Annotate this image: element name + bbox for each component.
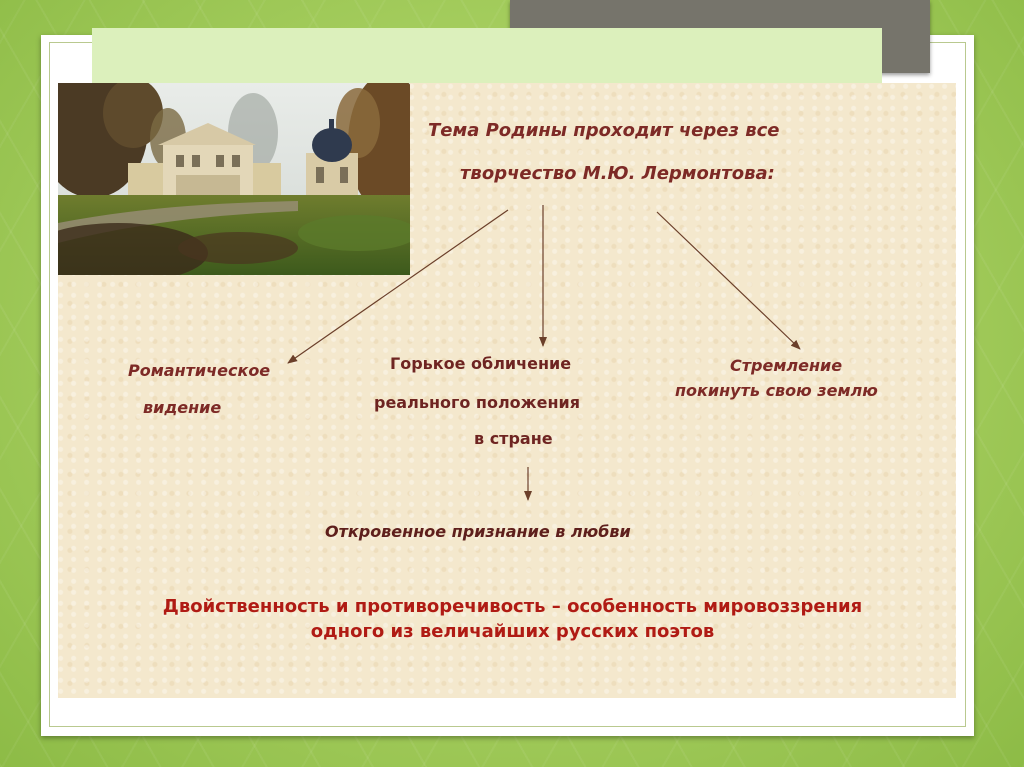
bitter-denunciation-line1: Горькое обличение bbox=[390, 354, 572, 373]
arrow-to-desire bbox=[656, 211, 801, 350]
conclusion-line2: одного из величайших русских поэтов bbox=[310, 621, 715, 642]
bitter-denunciation-line2: реального положения bbox=[374, 393, 580, 412]
desire-to-leave-line2: покинуть свою землю bbox=[675, 381, 878, 400]
title-band bbox=[92, 28, 882, 84]
conclusion-line1: Двойственность и противоречивость – особ… bbox=[162, 596, 863, 617]
desire-to-leave-line1: Стремление bbox=[730, 356, 843, 375]
confession-of-love: Откровенное признание в любви bbox=[325, 522, 631, 541]
romantic-vision-line1: Романтическое bbox=[128, 361, 271, 380]
estate-photo bbox=[58, 83, 410, 275]
bitter-denunciation-line3: в стране bbox=[474, 429, 553, 448]
heading-line2: творчество М.Ю. Лермонтова: bbox=[460, 163, 775, 184]
romantic-vision-line2: видение bbox=[143, 398, 222, 417]
heading-line1: Тема Родины проходит через все bbox=[428, 120, 780, 141]
arrow-to-romantic bbox=[287, 209, 509, 364]
conclusion: Двойственность и противоречивость – особ… bbox=[40, 594, 985, 644]
